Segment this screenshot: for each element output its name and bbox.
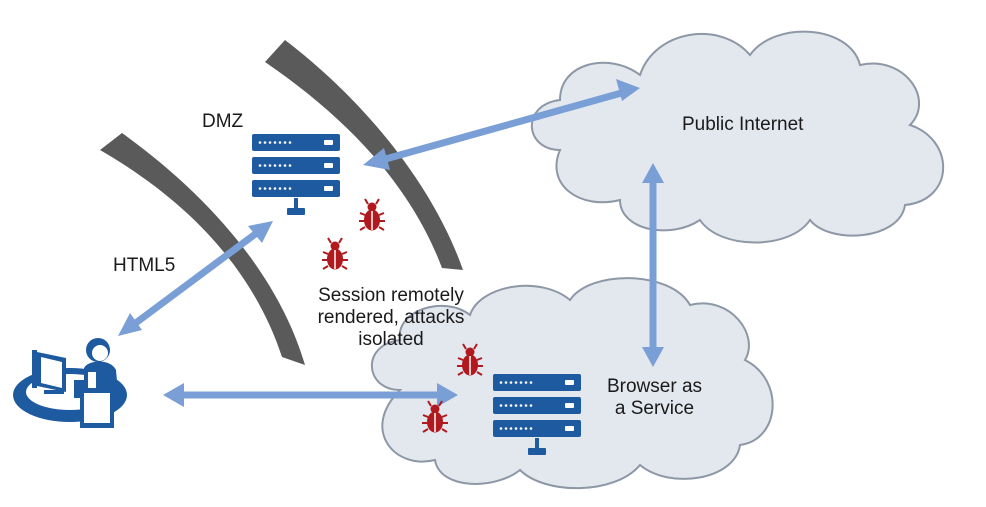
dmz-label: DMZ [202,111,244,132]
arrow-dmz-internet [363,79,640,170]
baas-caption: Browser as a Service [592,376,717,420]
html5-label: HTML5 [113,255,176,276]
bug-icon [321,237,349,270]
baas-caption-line: a Service [614,398,695,419]
user-workstation-icon [13,338,127,428]
isolation-caption: Session remotely rendered, attacks isola… [296,285,486,351]
firewall-wall-right [265,40,463,270]
isolation-caption-line: rendered, attacks [317,307,465,328]
public-internet-cloud [530,30,945,244]
public-internet-label: Public Internet [682,114,804,135]
bug-icon [358,198,386,231]
isolation-caption-line: Session remotely [318,285,464,306]
arrow-user-baas [163,383,458,407]
arrow-internet-baas [642,163,664,367]
baas-server-icon [493,374,581,455]
arrow-user-dmz [118,221,273,336]
firewall-wall-left [100,133,305,365]
dmz-server-icon [252,134,340,215]
baas-caption-line: Browser as [606,376,703,397]
isolation-caption-line: isolated [358,329,424,350]
